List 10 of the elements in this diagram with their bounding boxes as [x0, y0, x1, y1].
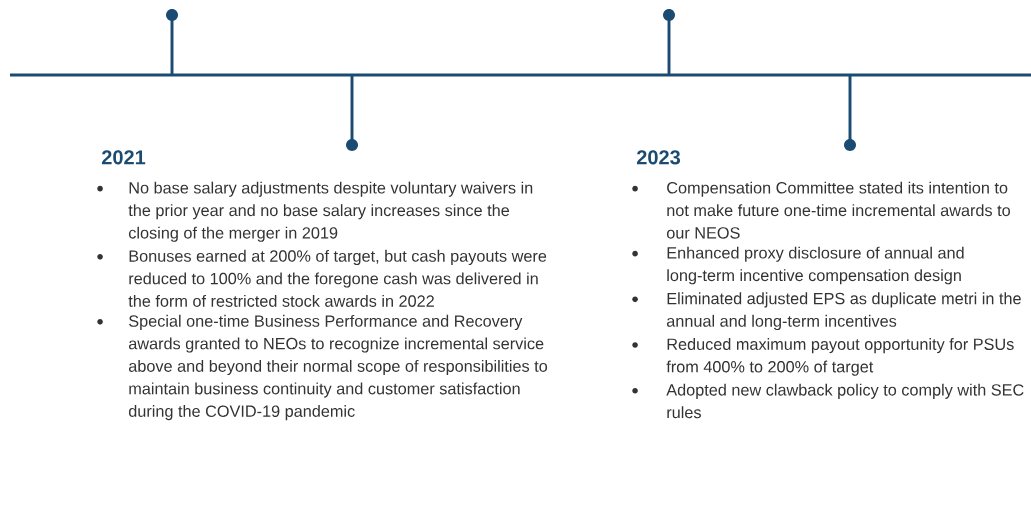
bullet-item: Bonuses earned at 200% of target, but cash payouts were reduced to 100% and the foregone cash was delivered in the form of restricted stock awards in 2022	[97, 249, 547, 307]
bullet-item: Compensation Committee stated its intention to not make future one-time incremental awards to our NEOS	[632, 181, 1010, 239]
bullet-item: Eliminated adjusted EPS as duplicate metri in the annual and long-term incentives	[632, 292, 1021, 331]
year-heading: 2023	[636, 150, 680, 165]
bullet-item: Reduced maximum payout opportunity for PSUs from 400% to 200% of target	[632, 338, 1014, 376]
bullet-item: Enhanced proxy disclosure of annual and long-term incentive compensation design	[632, 246, 964, 285]
year-heading: 2021	[101, 150, 146, 165]
bullet-item: Special one-time Business Performance and Recovery awards granted to NEOs to recognize incremental service above and beyond their normal scope of responsibilities to maintain business continuity and customer satisfaction during the COVID-19 pandemic	[97, 314, 548, 421]
bullet-item: Adopted new clawback policy to comply with SEC rules	[632, 383, 1024, 419]
bullet-item: No base salary adjustments despite voluntary waivers in the prior year and no base salary increases since the closing of the merger in 2019	[97, 181, 533, 242]
